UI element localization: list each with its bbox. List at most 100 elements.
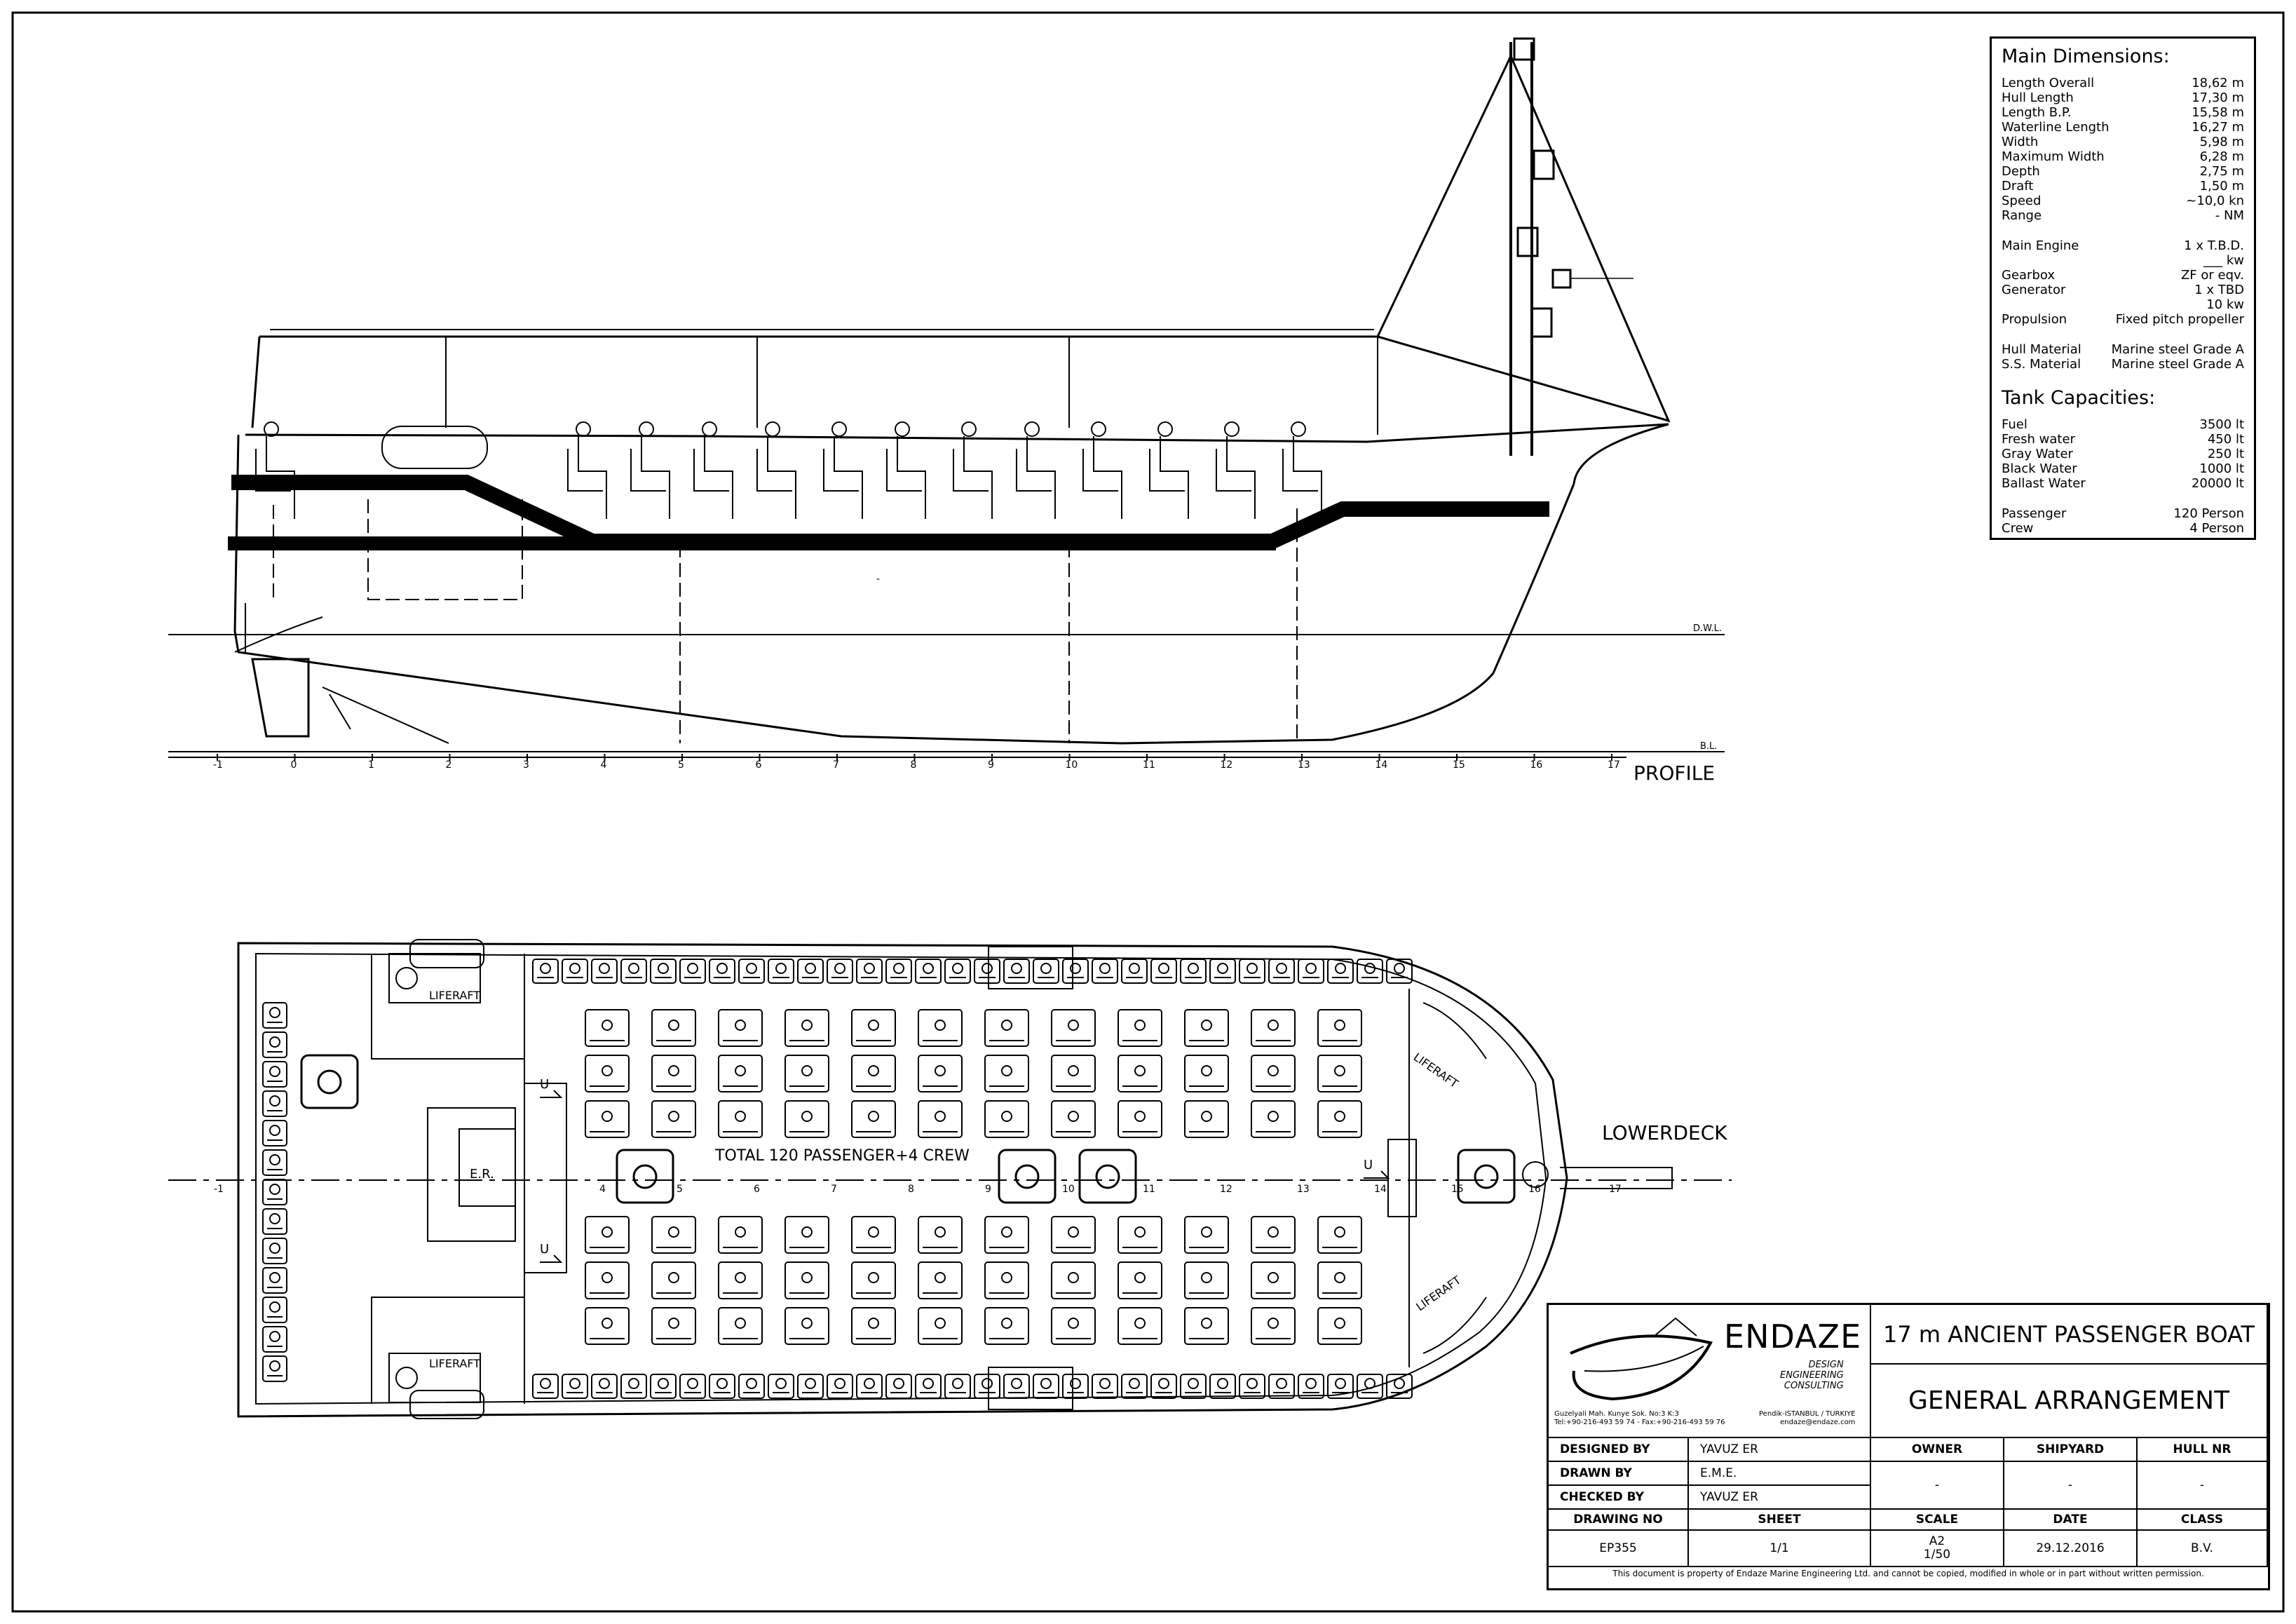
plan-seat <box>1118 1100 1162 1138</box>
engine-room-box <box>367 499 523 600</box>
plan-seat <box>718 1055 763 1092</box>
plan-frame-label: 14 <box>1374 1184 1387 1195</box>
drawing-title: GENERAL ARRANGEMENT <box>1871 1365 2268 1438</box>
copyright-notice: This document is property of Endaze Mari… <box>1612 1569 2204 1578</box>
toilet-starboard <box>388 1353 481 1403</box>
plan-seat <box>585 1261 630 1299</box>
tanks-label: Gray Water <box>2002 447 2073 461</box>
plan-seat <box>1317 1009 1362 1047</box>
plan-frame-label: 17 <box>1609 1184 1622 1195</box>
plan-seat <box>915 1374 942 1399</box>
plan-seat <box>591 1374 618 1399</box>
stair-u-3: U <box>1364 1158 1373 1172</box>
plan-seat <box>1298 1374 1324 1399</box>
liferaft-aft-port <box>409 939 484 968</box>
project-title: 17 m ANCIENT PASSENGER BOAT <box>1871 1305 2268 1365</box>
plan-frame-label: 15 <box>1451 1184 1464 1195</box>
liferaft-label-1: LIFERAFT <box>429 989 480 1002</box>
plan-seat <box>974 959 1000 984</box>
machinery-value: 1 x TBD <box>2194 283 2244 297</box>
plan-seat <box>1121 1374 1148 1399</box>
persons-value: 120 Person <box>2173 506 2244 521</box>
plan-seat <box>1209 1374 1236 1399</box>
profile-frame-label: -1 <box>213 759 223 771</box>
hull-nr-value: - <box>2138 1462 2268 1510</box>
profile-frame-label: 15 <box>1453 759 1465 771</box>
plan-seat <box>1239 1374 1265 1399</box>
profile-view <box>168 37 1725 758</box>
plan-seat <box>918 1055 963 1092</box>
items-label: Draft <box>2002 179 2034 194</box>
plan-seat <box>1180 959 1207 984</box>
plan-frame-label: 5 <box>677 1184 683 1195</box>
plan-seat <box>1184 1307 1229 1345</box>
hull-plan-inner <box>255 952 1547 1405</box>
plan-seat <box>1003 1374 1030 1399</box>
plan-seat <box>918 1009 963 1047</box>
profile-dash-mark: - <box>876 574 880 585</box>
plan-seat <box>1184 1055 1229 1092</box>
machinery-row: ___ kw <box>2002 253 2244 268</box>
plan-seat <box>1251 1009 1296 1047</box>
plan-seat <box>651 1216 696 1254</box>
plan-seat <box>1239 959 1265 984</box>
plan-seat <box>1184 1261 1229 1299</box>
items-label: Maximum Width <box>2002 149 2105 164</box>
plan-seat <box>768 1374 794 1399</box>
items-label: Speed <box>2002 194 2042 208</box>
plan-seat <box>1033 959 1059 984</box>
plan-seat <box>1327 959 1354 984</box>
engine-room-label: E.R. <box>470 1167 494 1182</box>
plan-seat <box>262 1208 287 1235</box>
profile-passenger <box>567 421 607 519</box>
profile-frame-label: 11 <box>1143 759 1155 771</box>
plan-seat <box>1051 1009 1096 1047</box>
plan-seat <box>585 1216 630 1254</box>
title-block: ENDAZE DESIGN ENGINEERING CONSULTING Guz… <box>1547 1303 2270 1590</box>
liferaft-fwd-starboard <box>1422 1297 1487 1354</box>
plan-seat <box>718 1307 763 1345</box>
shipyard-value: - <box>2004 1462 2138 1510</box>
tanks-label: Fuel <box>2002 417 2027 432</box>
plan-seat <box>984 1055 1029 1092</box>
plan-seat <box>784 1216 829 1254</box>
lowerdeck-label: LOWERDECK <box>1602 1121 1727 1144</box>
plan-frame-label: 11 <box>1143 1184 1155 1195</box>
machinery-value: 1 x T.B.D. <box>2184 238 2244 253</box>
designed-by-value: YAVUZ ER <box>1689 1438 1871 1462</box>
profile-frame-label: 2 <box>446 759 452 771</box>
plan-seat <box>1357 959 1383 984</box>
items-label: Length B.P. <box>2002 105 2072 120</box>
plan-seat <box>915 959 942 984</box>
items-value: 15,58 m <box>2192 105 2244 120</box>
items-value: 18,62 m <box>2192 76 2244 90</box>
plan-seat <box>918 1100 963 1138</box>
profile-frame-label: 3 <box>523 759 529 771</box>
plan-seat <box>851 1009 896 1047</box>
plan-seat <box>984 1261 1029 1299</box>
plan-seat <box>718 1009 763 1047</box>
plan-seat <box>1209 959 1236 984</box>
owner-label: OWNER <box>1871 1438 2004 1462</box>
plan-seat <box>650 1374 677 1399</box>
plan-seat <box>1298 959 1324 984</box>
plan-seat <box>797 1374 824 1399</box>
plan-seat <box>585 1009 630 1047</box>
plan-frame-label: 6 <box>754 1184 760 1195</box>
plan-seat <box>562 1374 588 1399</box>
plan-seat <box>1317 1216 1362 1254</box>
plan-seat <box>1251 1261 1296 1299</box>
class-label: CLASS <box>2138 1510 2268 1531</box>
profile-passenger <box>693 421 733 519</box>
plan-frame-label: 12 <box>1220 1184 1232 1195</box>
date-label: DATE <box>2004 1510 2138 1531</box>
plan-frame-label: 9 <box>985 1184 991 1195</box>
